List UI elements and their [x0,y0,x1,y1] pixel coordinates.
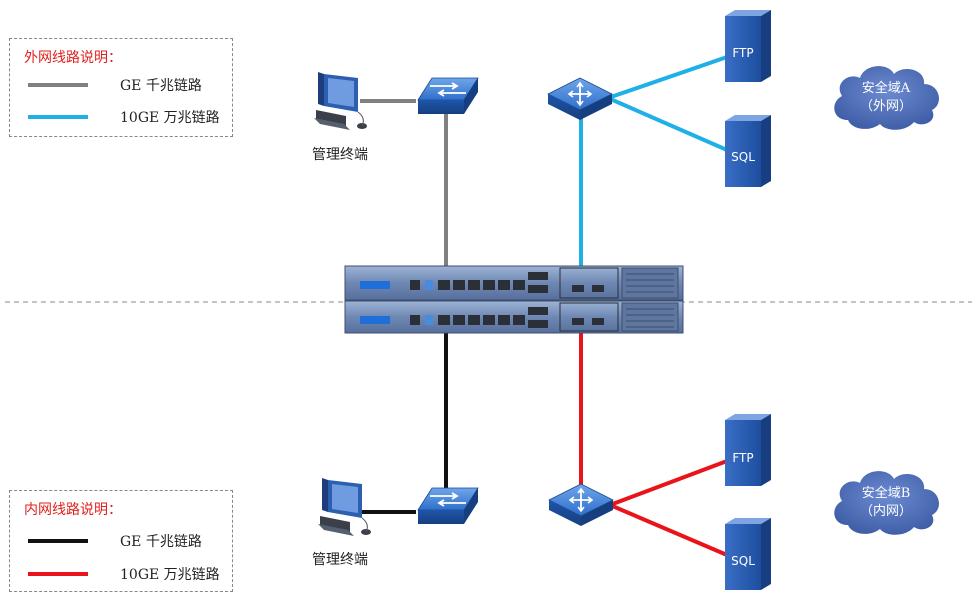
router-bottom-icon [548,483,614,526]
terminal-top-label: 管理终端 [312,147,368,163]
terminal-top-icon [314,72,367,130]
legend-inner-item-10ge: 10GE 万兆链路 [24,564,234,584]
cloud-zone-b-icon [834,471,939,535]
router-top-icon [547,77,613,120]
server-sql-bottom-icon [725,518,771,590]
legend-inner-10ge-swatch [28,572,88,576]
legend-outer-10ge-swatch [28,115,88,119]
legend-inner-title: 内网线路说明： [24,502,122,518]
legend-outer-ge-swatch [28,83,88,87]
zone-b-label-line1: 安全域B [862,485,911,501]
link-router-ftp-top [607,55,728,100]
firewall-unit-bottom [344,300,684,334]
switch-top-icon [417,77,479,114]
legend-outer-network: 外网线路说明： GE 千兆链路 10GE 万兆链路 [9,38,233,137]
link-router-sql-bottom [609,503,728,557]
link-router-sql-top [607,96,728,152]
legend-inner-ge-swatch [28,539,88,543]
legend-outer-item-10ge: 10GE 万兆链路 [24,107,234,127]
zone-a-label-line2: （外网） [860,99,912,114]
server-sql-bottom-label: SQL [731,554,755,568]
legend-inner-network: 内网线路说明： GE 千兆链路 10GE 万兆链路 [9,490,233,592]
server-ftp-bottom-icon [725,414,771,486]
firewall-unit-top [344,265,684,301]
server-sql-top-label: SQL [731,150,755,164]
legend-outer-item-ge: GE 千兆链路 [24,75,234,95]
server-sql-top-icon [725,115,771,187]
legend-inner-item-ge: GE 千兆链路 [24,531,234,551]
terminal-bottom-icon [318,478,371,536]
server-ftp-bottom-label: FTP [732,451,753,465]
terminal-bottom-label: 管理终端 [312,552,368,568]
server-ftp-top-label: FTP [732,46,753,60]
legend-outer-ge-label: GE 千兆链路 [120,78,202,94]
legend-outer-10ge-label: 10GE 万兆链路 [120,110,220,126]
legend-inner-10ge-label: 10GE 万兆链路 [120,567,220,583]
server-ftp-top-icon [725,10,771,82]
zone-a-label-line1: 安全域A [862,80,911,96]
zone-b-label-line2: （内网） [860,503,912,519]
cloud-zone-a-icon [834,66,939,130]
link-router-ftp-bottom [609,459,728,507]
legend-outer-title: 外网线路说明： [24,50,122,66]
switch-bottom-icon [417,487,479,524]
legend-inner-ge-label: GE 千兆链路 [120,534,202,550]
